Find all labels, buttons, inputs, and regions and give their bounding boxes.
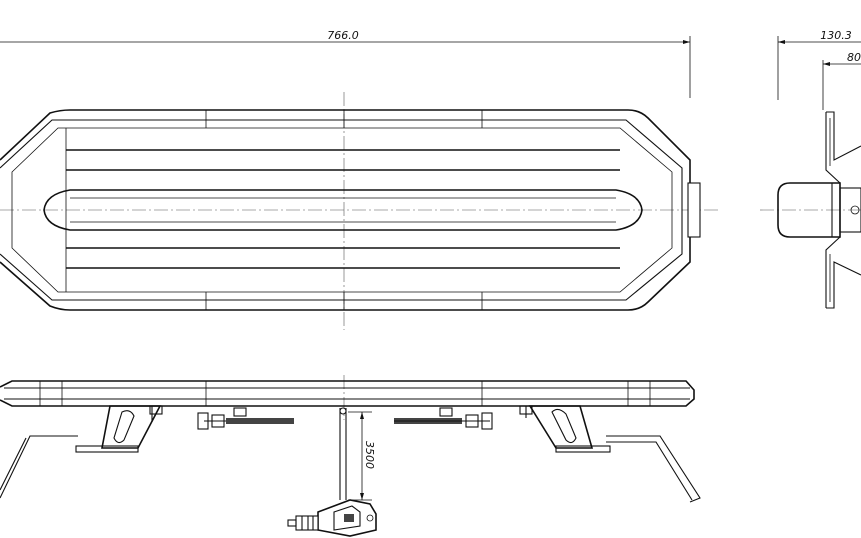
top-view [0,92,720,330]
cigarette-plug [287,499,377,537]
dimension-overall-length: 766.0 [0,29,691,98]
end-view: 130.3 80 [760,29,861,309]
front-view: 3500 [0,375,701,537]
dimension-side-inner-label: 80 [847,51,861,64]
dimension-side-depth-label: 130.3 [820,29,852,42]
dimension-cable-length-label: 3500 [363,441,376,469]
dimension-overall-length-label: 766.0 [327,29,359,42]
